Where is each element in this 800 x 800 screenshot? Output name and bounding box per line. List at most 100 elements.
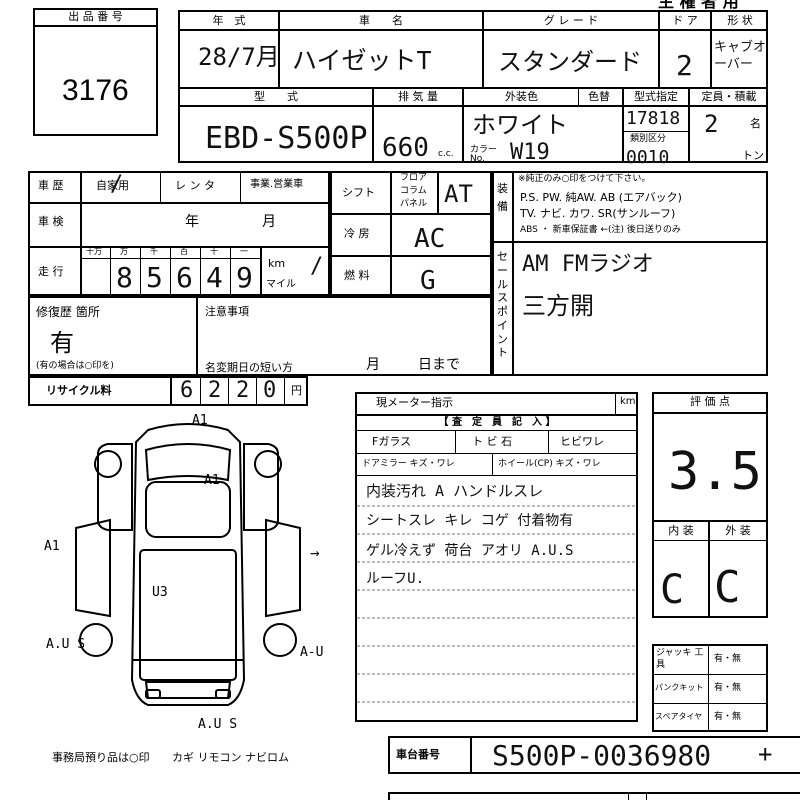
mileage-digit-4: 4	[206, 261, 223, 294]
chip-label: ト ビ 石	[472, 435, 512, 448]
car-name-value: ハイゼットT	[292, 46, 432, 75]
comment-line-3: ゲル冷えず 荷台 アオリ A.U.S	[366, 543, 574, 559]
category-label: 類別区分	[630, 134, 667, 144]
lot-number: 3176	[62, 74, 129, 107]
color-code-label: カラー No.	[470, 145, 498, 164]
inspection-label: 車 検	[38, 215, 64, 228]
ext-color-value: ホワイト	[472, 111, 568, 139]
lot-number-label: 出 品 番 号	[68, 10, 123, 23]
shift-floor: フロア	[400, 173, 428, 183]
diagram-mark-7: A.U S	[198, 717, 237, 730]
shape-value: キャブオーバー	[714, 40, 767, 72]
color-code-value: W19	[510, 140, 550, 165]
wheel-label: ホイール(CP) キズ・ワレ	[498, 459, 601, 469]
recycle-unit: 円	[291, 384, 302, 397]
mileage-digit-2: 5	[146, 261, 163, 294]
registration-day: 日まで	[418, 357, 460, 373]
history-rental: レ ン タ	[175, 179, 215, 192]
history-label: 車 歴	[38, 179, 64, 192]
meter-label: 現メーター指示	[376, 396, 453, 409]
diagram-arrow: →	[310, 543, 320, 562]
main-vehicle-block	[178, 10, 768, 163]
history-business: 事業.営業車	[250, 179, 304, 190]
tools-block	[652, 644, 768, 732]
registration-label: 名変期日の短い方	[205, 361, 293, 374]
shift-label: シフト	[342, 186, 375, 199]
year-value: 28/7月	[198, 43, 280, 71]
sales-point-line-1: AM FMラジオ	[522, 252, 654, 277]
puncture-option: 有・無	[714, 683, 742, 693]
exterior-label: 外 装	[725, 524, 751, 537]
repair-block	[28, 296, 492, 376]
repair-note: (有の場合は○印を)	[36, 361, 114, 371]
mileage-digit-5: 9	[236, 261, 253, 294]
col-shape-label: 形 状	[727, 14, 753, 27]
diagram-mark-4: U3	[152, 585, 168, 600]
diagram-mark-2: A1	[204, 473, 220, 488]
exterior-grade: C	[714, 562, 741, 613]
grade-label: 評 価 点	[690, 395, 730, 408]
top-cutoff-title: 主 権 者 用	[658, 0, 739, 11]
recycle-digit-3: 0	[263, 378, 277, 403]
model-label: 型 式	[254, 90, 298, 103]
equipment-block	[492, 171, 768, 376]
color-change-label: 色替	[588, 90, 610, 103]
mileage-place-3: 百	[180, 247, 188, 256]
grade-block	[652, 392, 768, 618]
jack-option: 有・無	[714, 654, 742, 664]
ton-unit: トン	[742, 149, 764, 162]
mileage-unit-km: km	[268, 257, 286, 270]
capacity-value: 2	[704, 110, 719, 138]
repair-value: 有	[50, 330, 74, 357]
fuel-label: 燃 料	[344, 269, 370, 282]
notes-label: 注意事項	[205, 305, 249, 318]
mileage-place-4: 十	[210, 247, 218, 256]
car-diagram: A1 A1 A1 U3 A.U S A-U A.U S	[44, 413, 323, 730]
mileage-unit-mile: マイル	[266, 279, 296, 290]
shift-panel: パネル	[400, 199, 428, 209]
comment-line-4: ルーフU.	[366, 571, 425, 587]
recycle-digit-2: 2	[236, 378, 250, 403]
history-strike: /	[110, 172, 124, 197]
crack-label: ヒビワレ	[560, 435, 604, 448]
shift-value: AT	[444, 180, 473, 208]
interior-label: 内 装	[668, 524, 694, 537]
chassis-plus: +	[758, 740, 773, 768]
glass-label: Fガラス	[372, 435, 412, 448]
col-year-label: 年 式	[212, 14, 246, 27]
equipment-line-1: P.S. PW. 純AW. AB (エアバック)	[520, 191, 682, 204]
meter-unit: km	[620, 396, 636, 407]
recycle-digit-0: 6	[180, 378, 194, 403]
equipment-note: ※純正のみ○印をつけて下さい。	[518, 174, 651, 184]
diagram-mark-5: A.U S	[46, 637, 85, 652]
col-name-label: 車 名	[359, 14, 403, 27]
inspector-title: 【 査 定 員 記 入 】	[438, 417, 556, 428]
inspection-month: 月	[262, 214, 276, 230]
diagram-mark-3: A1	[44, 539, 60, 554]
col-door-label: ド ア	[672, 14, 698, 27]
grade-score: 3.5	[668, 442, 762, 502]
sales-point-line-2: 三方開	[522, 292, 594, 320]
recycle-digit-1: 2	[208, 378, 222, 403]
doors-value: 2	[676, 49, 693, 82]
recycle-block	[28, 376, 308, 406]
fuel-value: G	[420, 266, 436, 296]
col-grade-label: グ レ ー ド	[543, 14, 599, 27]
capacity-label: 定員・積載	[701, 90, 757, 103]
equipment-label: 装備	[497, 182, 508, 213]
chassis-label: 車台番号	[396, 748, 440, 761]
mileage-label: 走 行	[38, 265, 64, 278]
interior-grade: C	[660, 567, 685, 613]
registration-month: 月	[366, 357, 380, 373]
equipment-line-2: TV. ナビ. カワ. SR(サンルーフ)	[520, 207, 676, 220]
comment-line-2: シートスレ キレ コゲ 付着物有	[366, 513, 574, 529]
sales-point-label: セールスポイント	[497, 250, 508, 360]
mileage-digit-1: 8	[116, 261, 133, 294]
category-value: 0010	[626, 147, 670, 168]
mileage-place-5: 一	[240, 247, 248, 256]
chassis-block	[388, 736, 800, 774]
history-block	[28, 171, 330, 296]
specs-block	[330, 171, 492, 296]
lot-number-box	[33, 8, 158, 136]
comment-line-1: 内装汚れ A ハンドルスレ	[366, 482, 544, 500]
